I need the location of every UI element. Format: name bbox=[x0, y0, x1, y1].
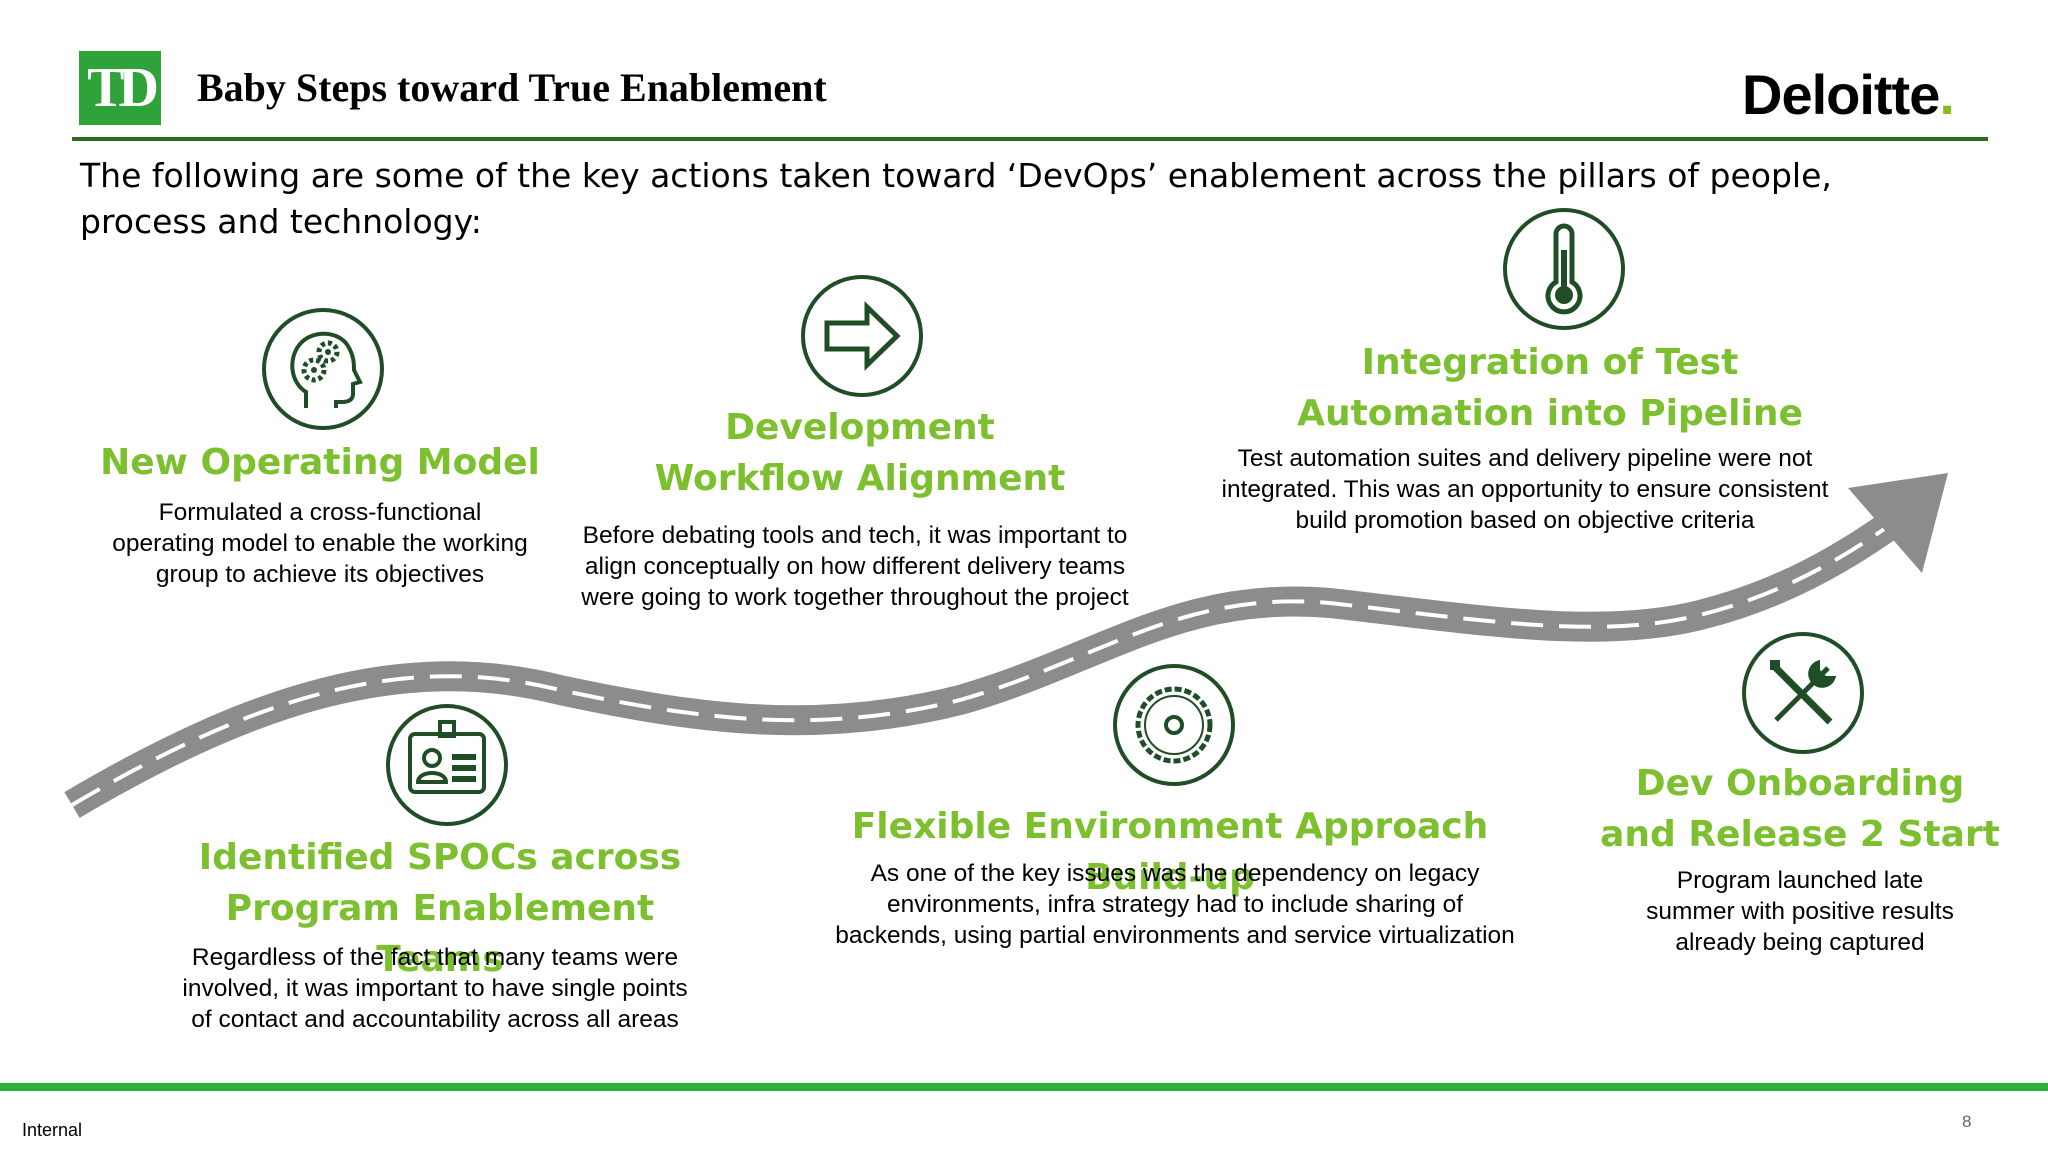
step-desc-line: operating model to enable the working bbox=[112, 530, 528, 557]
step-desc-line: build promotion based on objective crite… bbox=[1295, 507, 1755, 534]
step-desc-line: were going to work together throughout t… bbox=[581, 584, 1129, 611]
step-desc-line: Program launched late bbox=[1676, 867, 1924, 894]
step-desc-line: Before debating tools and tech, it was i… bbox=[582, 522, 1128, 549]
step-desc-flexible-environment: As one of the key issues was the depende… bbox=[800, 858, 1550, 951]
step-title-line: Development bbox=[725, 407, 995, 448]
id-badge-icon bbox=[386, 704, 508, 826]
step-title-line: Flexible Environment Approach Build-up bbox=[851, 806, 1489, 898]
step-desc-line: Formulated a cross-functional bbox=[158, 499, 482, 526]
step-desc-line: environments, infra strategy had to incl… bbox=[886, 891, 1464, 918]
step-desc-line: Regardless of the fact that many teams w… bbox=[191, 944, 679, 971]
step-desc-new-operating-model: Formulated a cross-functional operating … bbox=[90, 497, 550, 590]
step-desc-line: involved, it was important to have singl… bbox=[182, 975, 688, 1002]
road-arrowhead bbox=[1848, 473, 1948, 573]
step-desc-line: summer with positive results bbox=[1646, 898, 1954, 925]
intro-text: The following are some of the key action… bbox=[80, 156, 1832, 241]
deloitte-wordmark: Deloitte bbox=[1742, 63, 1940, 126]
step-desc-identified-spocs: Regardless of the fact that many teams w… bbox=[150, 942, 720, 1035]
step-desc-development-workflow-alignment: Before debating tools and tech, it was i… bbox=[555, 520, 1155, 613]
step-title-line: Program Enablement Teams bbox=[225, 888, 655, 980]
step-title-new-operating-model: New Operating Model bbox=[100, 437, 540, 488]
right-arrow-icon bbox=[801, 275, 923, 397]
step-desc-line: backends, using partial environments and… bbox=[835, 922, 1515, 949]
step-title-line: and Release 2 Start bbox=[1600, 814, 2000, 855]
step-title-flexible-environment: Flexible Environment Approach Build-up bbox=[800, 801, 1540, 903]
step-desc-line: already being captured bbox=[1675, 929, 1925, 956]
step-desc-line: of contact and accountability across all… bbox=[191, 1006, 679, 1033]
step-title-identified-spocs: Identified SPOCs across Program Enableme… bbox=[160, 832, 720, 985]
tools-icon bbox=[1742, 632, 1864, 754]
slide-title: Baby Steps toward True Enablement bbox=[197, 65, 827, 110]
step-title-line: Automation into Pipeline bbox=[1297, 393, 1803, 434]
td-logo-text: TD bbox=[87, 57, 159, 119]
step-title-line: Identified SPOCs across bbox=[198, 837, 682, 878]
step-desc-line: As one of the key issues was the depende… bbox=[870, 860, 1480, 887]
title-rule bbox=[72, 137, 1988, 141]
step-title-line: Workflow Alignment bbox=[654, 458, 1066, 499]
deloitte-dot: . bbox=[1939, 63, 1955, 126]
step-title-development-workflow-alignment: Development Workflow Alignment bbox=[600, 402, 1120, 504]
step-desc-integration-of-test-automation: Test automation suites and delivery pipe… bbox=[1195, 443, 1855, 536]
step-title-dev-onboarding: Dev Onboarding and Release 2 Start bbox=[1600, 758, 2000, 860]
step-title-line: New Operating Model bbox=[100, 442, 540, 483]
deloitte-logo: Deloitte. bbox=[1742, 62, 1955, 127]
head-gears-icon bbox=[262, 308, 384, 430]
step-title-line: Dev Onboarding bbox=[1635, 763, 1965, 804]
saw-blade-icon bbox=[1113, 664, 1235, 786]
step-desc-line: align conceptually on how different deli… bbox=[584, 553, 1126, 580]
step-title-line: Integration of Test bbox=[1361, 342, 1739, 383]
step-title-integration-of-test-automation: Integration of Test Automation into Pipe… bbox=[1240, 337, 1860, 439]
step-desc-line: Test automation suites and delivery pipe… bbox=[1237, 445, 1813, 472]
road-dashes bbox=[70, 523, 1892, 807]
page-number: 8 bbox=[1962, 1112, 1972, 1131]
classification-label: Internal bbox=[22, 1120, 83, 1140]
footer-rule bbox=[0, 1083, 2048, 1091]
td-logo: TD bbox=[79, 51, 161, 125]
step-desc-dev-onboarding: Program launched late summer with positi… bbox=[1610, 865, 1990, 958]
step-desc-line: group to achieve its objectives bbox=[155, 561, 485, 588]
step-desc-line: integrated. This was an opportunity to e… bbox=[1221, 476, 1829, 503]
thermometer-icon bbox=[1503, 208, 1625, 330]
